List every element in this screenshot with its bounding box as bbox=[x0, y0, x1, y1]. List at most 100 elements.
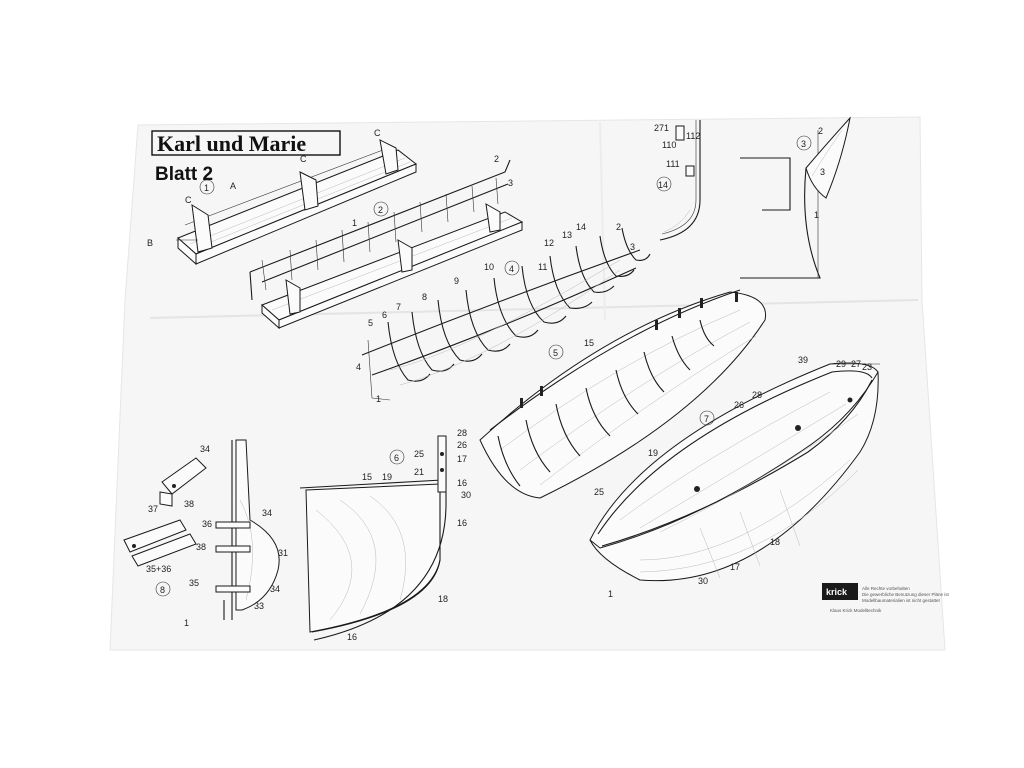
part-label: 8 bbox=[422, 292, 427, 302]
part-label: 13 bbox=[562, 230, 572, 240]
part-label: 111 bbox=[666, 159, 680, 169]
part-label: 34 bbox=[200, 444, 210, 454]
brand-block: krick Alle Rechte vorbehalten Die gewerb… bbox=[822, 583, 950, 613]
part-label: 15 bbox=[362, 472, 372, 482]
part-label: 37 bbox=[148, 504, 158, 514]
part-label: 23 bbox=[862, 362, 872, 372]
part-label: 1 bbox=[352, 218, 357, 228]
part-label: C bbox=[185, 195, 192, 205]
part-label: 28 bbox=[457, 428, 467, 438]
part-label: 26 bbox=[457, 440, 467, 450]
step-marker-1 bbox=[199, 179, 215, 195]
part-label: 2 bbox=[494, 154, 499, 164]
copyright-note: Die gewerbliche Benutzung dieser Pläne i… bbox=[862, 592, 950, 597]
part-label: 10 bbox=[484, 262, 494, 272]
copyright-note: Klaus Krick Modelltechnik bbox=[830, 608, 882, 613]
part-label: 1 bbox=[184, 618, 189, 628]
part-label: 30 bbox=[698, 576, 708, 586]
part-label: 112 bbox=[686, 131, 700, 141]
copyright-note: Alle Rechte vorbehalten bbox=[862, 586, 910, 591]
step-marker-4 bbox=[504, 260, 520, 276]
part-label: C bbox=[300, 154, 307, 164]
copyright-note: Modellbaumaterialien ist nicht gestattet bbox=[862, 598, 941, 603]
step-number-7: 7 bbox=[704, 414, 709, 424]
step-marker-8 bbox=[155, 581, 171, 597]
part-label: 12 bbox=[544, 238, 554, 248]
part-label: 21 bbox=[414, 467, 424, 477]
part-label: 27 bbox=[851, 359, 861, 369]
part-label: 18 bbox=[438, 594, 448, 604]
part-label: 1 bbox=[814, 210, 819, 220]
part-label: 2 bbox=[818, 126, 823, 136]
step-marker-6 bbox=[389, 449, 405, 465]
part-label: 30 bbox=[461, 490, 471, 500]
part-label: 9 bbox=[454, 276, 459, 286]
step-number-1: 1 bbox=[204, 183, 209, 193]
part-label: 3 bbox=[630, 242, 635, 252]
part-label: 3 bbox=[820, 167, 825, 177]
part-label: 271 bbox=[654, 123, 669, 133]
part-label: 18 bbox=[770, 537, 780, 547]
step4-frames bbox=[361, 227, 651, 401]
part-label: 34 bbox=[270, 584, 280, 594]
part-label: 35+36 bbox=[146, 564, 171, 574]
part-label: 33 bbox=[254, 601, 264, 611]
part-label: B bbox=[147, 238, 153, 248]
part-label: 25 bbox=[414, 449, 424, 459]
part-label: 17 bbox=[457, 454, 467, 464]
part-label: 7 bbox=[396, 302, 401, 312]
step6-section bbox=[299, 435, 447, 641]
part-label: 14 bbox=[576, 222, 586, 232]
part-label: A bbox=[230, 181, 236, 191]
part-label: 35 bbox=[189, 578, 199, 588]
step7-hull bbox=[589, 362, 880, 582]
part-label: 28 bbox=[752, 390, 762, 400]
part-label: 16 bbox=[457, 518, 467, 528]
part-label: 16 bbox=[347, 632, 357, 642]
detail14-stem bbox=[659, 120, 701, 241]
step8-rudder bbox=[123, 439, 280, 620]
part-label: 36 bbox=[202, 519, 212, 529]
part-label: 19 bbox=[648, 448, 658, 458]
part-label: 1 bbox=[608, 589, 613, 599]
step2-keel bbox=[249, 159, 524, 330]
part-label: 29 bbox=[836, 359, 846, 369]
part-label: 38 bbox=[184, 499, 194, 509]
title-box bbox=[151, 130, 341, 156]
part-label: 25 bbox=[594, 487, 604, 497]
part-label: 15 bbox=[584, 338, 594, 348]
step-number-2: 2 bbox=[378, 205, 383, 215]
step-marker-5 bbox=[548, 344, 564, 360]
sheet-number: Blatt 2 bbox=[155, 164, 213, 185]
step-marker-7 bbox=[699, 410, 715, 426]
part-label: 16 bbox=[457, 478, 467, 488]
step-marker-2 bbox=[373, 201, 389, 217]
part-label: 2 bbox=[616, 222, 621, 232]
step-number-14: 14 bbox=[658, 180, 668, 190]
part-label: 5 bbox=[368, 318, 373, 328]
detail3-bow bbox=[740, 116, 851, 279]
part-label: C bbox=[374, 128, 381, 138]
step-marker-3 bbox=[796, 135, 812, 151]
plan-title: Karl und Marie bbox=[157, 131, 306, 156]
fold-line-2 bbox=[599, 121, 606, 321]
part-label: 31 bbox=[278, 548, 288, 558]
part-label: 11 bbox=[538, 262, 547, 272]
part-label: 34 bbox=[262, 508, 272, 518]
krick-logo: krick bbox=[826, 587, 848, 597]
step-number-8: 8 bbox=[160, 585, 165, 595]
step-marker-14 bbox=[656, 176, 672, 192]
part-label: 4 bbox=[356, 362, 361, 372]
part-label: 19 bbox=[382, 472, 392, 482]
part-label: 17 bbox=[730, 562, 740, 572]
step-number-5: 5 bbox=[553, 348, 558, 358]
part-label: 6 bbox=[382, 310, 387, 320]
step-number-6: 6 bbox=[394, 453, 399, 463]
step-number-4: 4 bbox=[509, 264, 514, 274]
part-label: 1 bbox=[376, 394, 381, 404]
step5-hull bbox=[479, 289, 767, 499]
part-label: 38 bbox=[196, 542, 206, 552]
part-label: 3 bbox=[508, 178, 513, 188]
step-number-3: 3 bbox=[801, 139, 806, 149]
